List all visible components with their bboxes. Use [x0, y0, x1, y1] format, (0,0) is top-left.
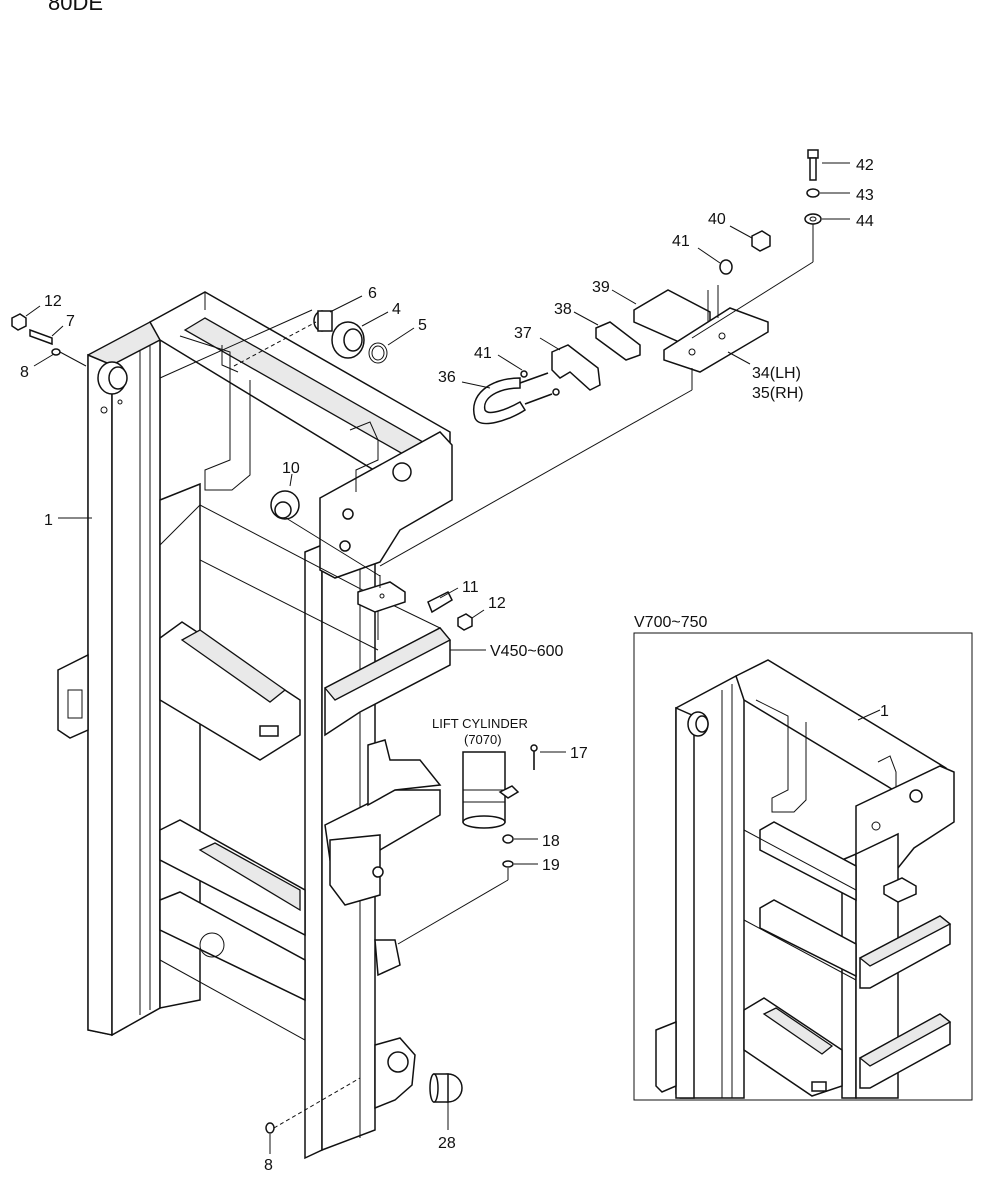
callout-12: 12 — [44, 293, 62, 310]
callout-10: 10 — [282, 460, 300, 477]
callout-34-lh: 34(LH) — [752, 365, 801, 382]
callout-42: 42 — [856, 157, 874, 174]
callout-6: 6 — [368, 285, 377, 302]
callout-41-right: 41 — [672, 233, 690, 250]
callout-18: 18 — [542, 833, 560, 850]
callout-43: 43 — [856, 187, 874, 204]
callout-36: 36 — [438, 369, 456, 386]
model-header: 80DE — [48, 0, 103, 15]
callout-39: 39 — [592, 279, 610, 296]
lift-cylinder-title: LIFT CYLINDER — [432, 716, 528, 731]
callout-12-right: 12 — [488, 595, 506, 612]
callout-28: 28 — [438, 1135, 456, 1152]
main-mast-assembly — [57, 291, 453, 1160]
callout-labels: 12 7 8 1 6 4 5 10 11 12 V450~600 LIFT CY… — [20, 157, 874, 1174]
callout-v450-600: V450~600 — [490, 643, 564, 660]
inset-frame — [633, 632, 973, 1101]
callout-40: 40 — [708, 211, 726, 228]
callout-4: 4 — [392, 301, 401, 318]
callout-35-rh: 35(RH) — [752, 385, 804, 402]
callout-44: 44 — [856, 213, 874, 230]
callout-1: 1 — [44, 512, 53, 529]
callout-37: 37 — [514, 325, 532, 342]
callout-11: 11 — [462, 579, 479, 596]
callout-41-left: 41 — [474, 345, 492, 362]
callout-7: 7 — [66, 313, 75, 330]
callout-38: 38 — [554, 301, 572, 318]
callout-8: 8 — [20, 364, 29, 381]
inset-v700-750: V700~750 — [633, 614, 973, 1101]
leader-lines — [25, 162, 850, 1154]
inset-title: V700~750 — [634, 614, 708, 631]
small-parts — [11, 149, 822, 1134]
callout-8-bottom: 8 — [264, 1157, 273, 1174]
callout-19: 19 — [542, 857, 560, 874]
callout-5: 5 — [418, 317, 427, 334]
inset-callout-1: 1 — [880, 703, 889, 720]
callout-17: 17 — [570, 745, 588, 762]
lift-cylinder-code: (7070) — [464, 732, 502, 747]
